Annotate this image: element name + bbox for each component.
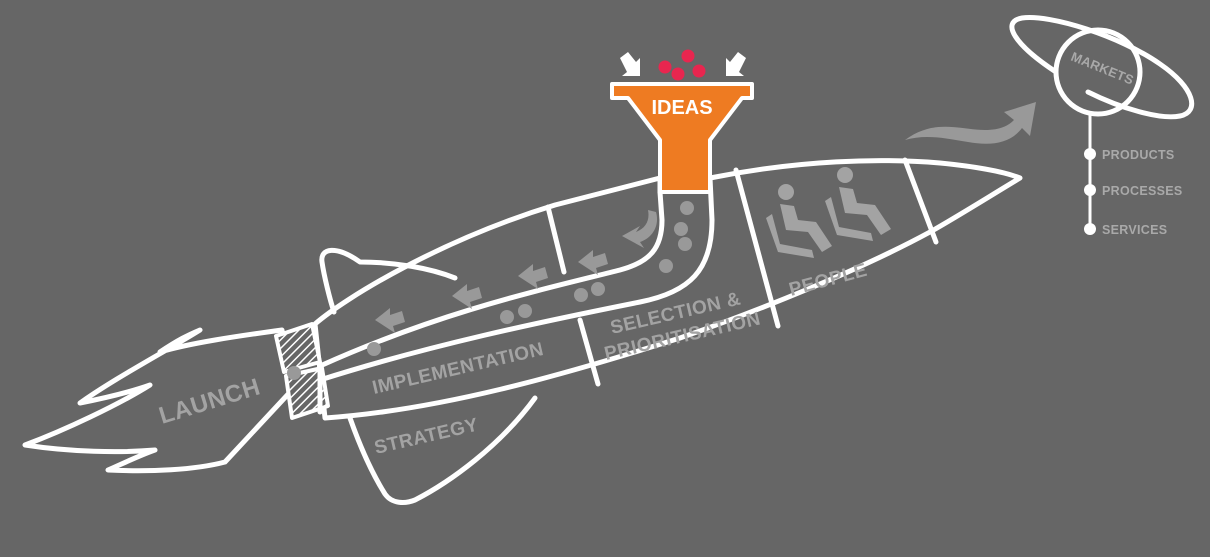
arrow-left-icon bbox=[518, 264, 548, 289]
seated-person-icon bbox=[825, 167, 891, 241]
label-ideas: IDEAS bbox=[651, 97, 712, 119]
label-implementation: IMPLEMENTATION bbox=[370, 339, 545, 399]
curved-arrow-icon bbox=[622, 210, 658, 248]
rocket-body bbox=[312, 158, 1023, 421]
rocket-flame bbox=[22, 327, 295, 474]
label-people: PEOPLE bbox=[787, 260, 870, 301]
saturn-planet-icon: MARKETS bbox=[1009, 15, 1195, 120]
flow-arrows bbox=[375, 210, 658, 333]
input-arrows bbox=[620, 52, 746, 76]
seated-person-icon bbox=[766, 184, 832, 258]
curved-arrow-icon bbox=[905, 102, 1036, 144]
arrow-left-icon bbox=[375, 308, 405, 333]
arrow-down-icon bbox=[620, 52, 640, 76]
label-strategy: STRATEGY bbox=[372, 415, 480, 459]
outcome-services: SERVICES bbox=[1102, 223, 1167, 237]
arrow-left-icon bbox=[578, 250, 608, 275]
arrow-left-icon bbox=[452, 284, 482, 309]
compartment-dividers bbox=[317, 157, 939, 415]
label-launch: LAUNCH bbox=[156, 373, 264, 429]
people-seats bbox=[766, 167, 891, 258]
idea-dots bbox=[658, 49, 706, 81]
outcome-processes: PROCESSES bbox=[1102, 184, 1183, 198]
idea-pipeline bbox=[317, 175, 715, 383]
ideas-funnel: IDEAS bbox=[610, 82, 754, 194]
arrow-down-icon bbox=[726, 52, 746, 76]
rocket-lower-fin bbox=[347, 395, 538, 505]
outcomes-list: PRODUCTS PROCESSES SERVICES bbox=[1084, 112, 1183, 237]
outcome-products: PRODUCTS bbox=[1102, 148, 1175, 162]
flow-dots bbox=[287, 201, 694, 380]
